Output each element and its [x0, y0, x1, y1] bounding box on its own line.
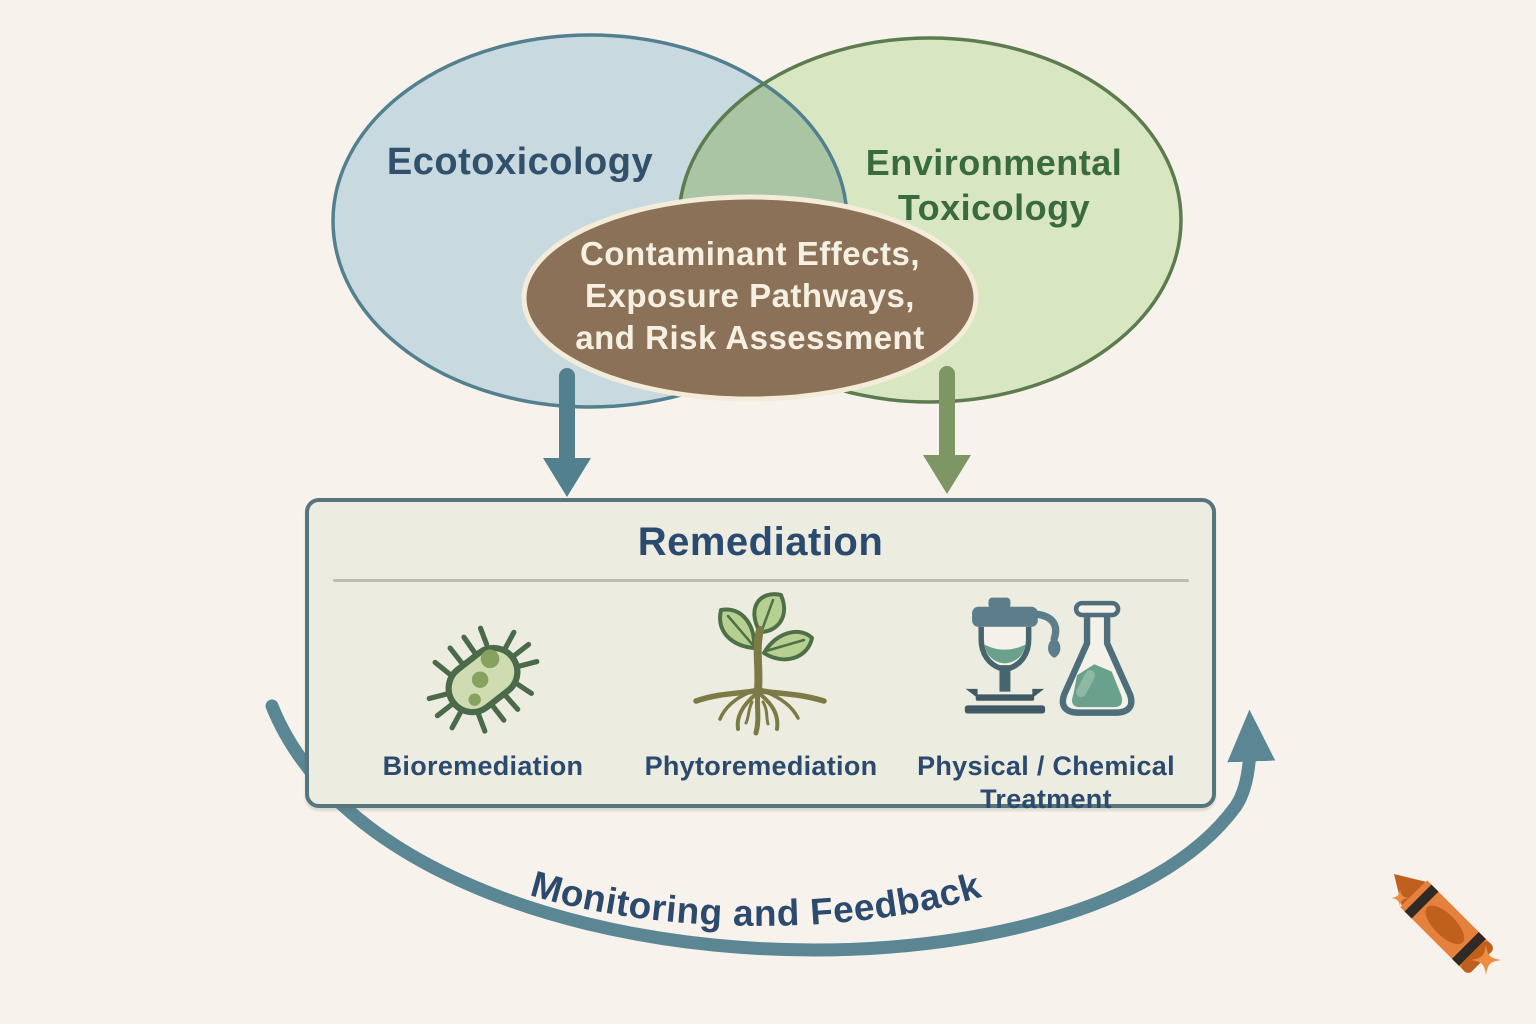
phytoremediation-label: Phytoremediation: [644, 751, 878, 781]
ecotoxicology-label: Ecotoxicology: [386, 141, 654, 183]
left-down-arrow: [543, 368, 591, 497]
funnel-apparatus-glyph: [964, 597, 1061, 714]
bacteria-icon: [426, 625, 540, 734]
intersection-line3: and Risk Assessment: [575, 319, 925, 356]
intersection-label: Contaminant Effects, Exposure Pathways, …: [527, 233, 973, 359]
flask-glyph: [1059, 600, 1135, 716]
env-label-line2: Toxicology: [897, 187, 1091, 228]
remediation-box: Remediation: [305, 498, 1216, 814]
plant-roots-icon: [693, 592, 827, 736]
intersection-line1: Contaminant Effects,: [579, 235, 921, 272]
bacteria-icon-box: [318, 588, 648, 740]
remediation-item-physical-chemical: Physical / Chemical Treatment: [876, 588, 1216, 816]
intersection-line2: Exposure Pathways,: [585, 277, 915, 314]
intersection-ellipse: [521, 194, 979, 402]
remediation-item-bioremediation: Bioremediation: [318, 588, 648, 783]
crayon-icon: [1393, 873, 1494, 974]
lab-equipment-icon: [964, 597, 1135, 716]
remediation-item-phytoremediation: Phytoremediation: [596, 588, 926, 783]
right-down-arrow: [923, 366, 971, 494]
feedback-loop-arrow: [265, 699, 1276, 957]
divider-line: [332, 579, 1189, 582]
lab-equipment-icon-box: [876, 588, 1216, 740]
bioremediation-label: Bioremediation: [382, 751, 584, 781]
plant-icon-box: [596, 588, 926, 740]
sparkle-icon: [1471, 945, 1501, 975]
physical-chemical-treatment-label: Physical / Chemical Treatment: [917, 751, 1175, 814]
crayon-logo: [1391, 873, 1501, 975]
environmental-toxicology-label: Environmental Toxicology: [846, 140, 1142, 230]
env-label-line1: Environmental: [865, 142, 1123, 183]
remediation-title: Remediation: [637, 520, 884, 564]
sparkle-icon: [1391, 889, 1409, 907]
